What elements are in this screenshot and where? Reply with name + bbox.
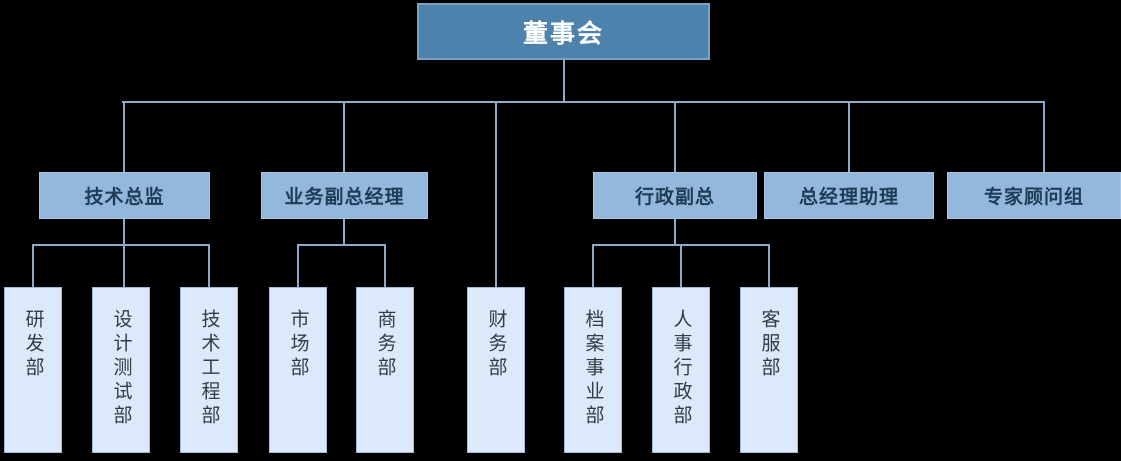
org-node-tech-director-label: 技术总监: [84, 187, 165, 208]
connector-drop-archives: [592, 244, 594, 287]
connector-drop-finance: [495, 101, 497, 287]
org-node-commerce-dept-label: 商务部: [374, 309, 396, 381]
org-node-hr-admin-dept[interactable]: 人事行政部: [652, 287, 710, 453]
org-node-tech-director[interactable]: 技术总监: [39, 172, 210, 219]
connector-root-stub: [563, 59, 565, 101]
connector-admin-stub: [674, 219, 676, 245]
connector-drop-commerce: [384, 244, 386, 287]
org-node-rd-dept-label: 研发部: [22, 309, 44, 381]
org-node-customer-service-dept[interactable]: 客服部: [740, 287, 798, 453]
org-node-business-deputy-gm[interactable]: 业务副总经理: [261, 172, 428, 219]
connector-top-horizontal: [122, 101, 1045, 103]
org-node-archives-dept[interactable]: 档案事业部: [564, 287, 622, 453]
org-node-tech-engineering-dept[interactable]: 技术工程部: [180, 287, 238, 453]
org-node-archives-dept-label: 档案事业部: [582, 309, 604, 429]
connector-drop-hr: [680, 244, 682, 287]
org-node-admin-deputy[interactable]: 行政副总: [593, 172, 757, 219]
org-node-board-label: 董事会: [522, 19, 604, 48]
org-node-hr-admin-dept-label: 人事行政部: [670, 309, 692, 429]
org-node-design-testing-dept[interactable]: 设计测试部: [92, 287, 150, 453]
org-node-commerce-dept[interactable]: 商务部: [356, 287, 414, 453]
connector-drop-engineering: [208, 244, 210, 287]
org-node-rd-dept[interactable]: 研发部: [4, 287, 62, 453]
connector-business-horizontal: [297, 244, 386, 246]
connector-drop-customer-service: [768, 244, 770, 287]
org-node-expert-advisors-label: 专家顾问组: [983, 187, 1084, 208]
org-node-finance-dept[interactable]: 财务部: [467, 287, 525, 453]
org-node-admin-deputy-label: 行政副总: [634, 187, 715, 208]
org-node-customer-service-dept-label: 客服部: [758, 309, 780, 381]
connector-tech-stub: [123, 219, 125, 287]
connector-drop-marketing: [297, 244, 299, 287]
connector-drop-business: [343, 101, 345, 172]
org-node-design-testing-dept-label: 设计测试部: [110, 309, 132, 429]
connector-drop-rd: [32, 244, 34, 287]
connector-drop-experts: [1043, 101, 1045, 172]
connector-drop-gm-assistant: [848, 101, 850, 172]
org-node-marketing-dept[interactable]: 市场部: [269, 287, 327, 453]
org-node-gm-assistant-label: 总经理助理: [798, 187, 899, 208]
connector-business-stub: [343, 219, 345, 245]
org-node-tech-engineering-dept-label: 技术工程部: [198, 309, 220, 429]
org-node-board[interactable]: 董事会: [417, 3, 710, 60]
org-node-finance-dept-label: 财务部: [485, 309, 507, 381]
org-node-business-deputy-gm-label: 业务副总经理: [284, 187, 405, 208]
org-node-expert-advisors[interactable]: 专家顾问组: [947, 172, 1121, 219]
org-node-marketing-dept-label: 市场部: [287, 309, 309, 381]
org-node-gm-assistant[interactable]: 总经理助理: [764, 172, 934, 219]
connector-drop-tech: [123, 101, 125, 172]
connector-drop-admin: [674, 101, 676, 172]
connector-tech-horizontal: [32, 244, 210, 246]
